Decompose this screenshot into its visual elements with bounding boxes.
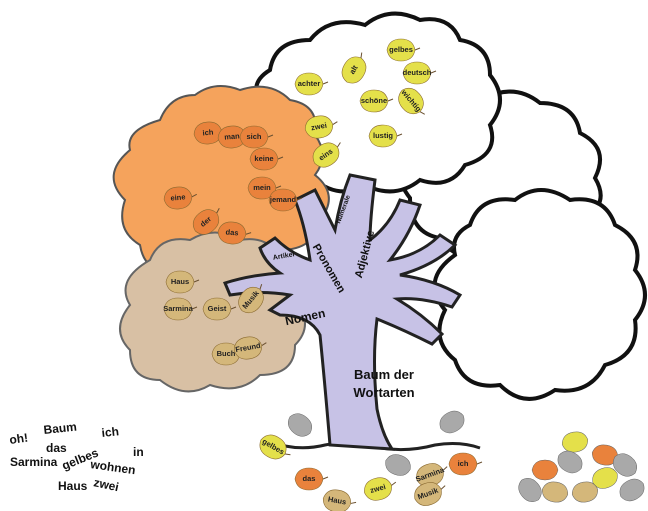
adjektive-leaf-2-stem (415, 48, 420, 50)
branch-label-pronomen: Pronomen (310, 242, 348, 295)
pronomen-leaf-6: eine (163, 185, 198, 210)
fallen-leaf-3-stem (391, 482, 396, 485)
adjektive-leaf-0-label: achter (298, 79, 321, 88)
adjektive-leaf-6: zwei (303, 113, 339, 140)
adjektive-leaf-2: gelbes (387, 39, 420, 61)
fallen-leaf-1: das (295, 468, 328, 490)
nomen-leaf-1-label: Sarmina (163, 304, 193, 313)
fallen-leaf-3: zwei (362, 473, 400, 503)
pronomen-leaf-3-label: keine (254, 154, 273, 163)
fallen-leaf-2: Haus (321, 488, 357, 511)
pronomen-leaf-3-stem (278, 157, 283, 159)
fallen-leaf-0: gelbes (255, 430, 295, 466)
adjektive-leaf-7-stem (397, 134, 402, 136)
pronomen-leaf-3: keine (250, 148, 283, 170)
adjektive-leaf-0: achter (295, 73, 328, 95)
adjektive-leaf-6-stem (332, 122, 337, 125)
pronomen-leaf-8: das (217, 221, 252, 246)
adjektive-leaf-1: alt (337, 48, 373, 88)
pronomen-leaf-6-stem (192, 194, 197, 196)
adjektive-leaf-2-label: gelbes (389, 45, 413, 54)
nomen-leaf-1: Sarmina (163, 298, 197, 320)
branch-label-artikel: Artikel (272, 251, 295, 262)
pronomen-leaf-5: jemand (269, 189, 302, 211)
nomen-leaf-2-label: Geist (208, 304, 227, 313)
pronomen-leaf-5-stem (297, 198, 302, 200)
fallen-leaf-6-label: ich (458, 459, 469, 468)
loose-word-oh: oh! (8, 431, 28, 447)
adjektive-leaf-3: deutsch (403, 62, 436, 84)
nomen-leaf-0: Haus (166, 271, 199, 293)
adjektive-leaf-5: wichtig (394, 83, 432, 122)
nomen-leaf-4-label: Buch (217, 349, 236, 358)
loose-word-zwei: zwei (92, 475, 120, 494)
decor-leaf-3 (532, 460, 558, 480)
pronomen-leaf-8-label: das (225, 227, 239, 237)
loose-word-ich: ich (101, 424, 120, 440)
decor-leaf-0 (284, 409, 317, 441)
nomen-leaf-3: Musik (234, 278, 272, 317)
trunk-label-line2: Wortarten (353, 385, 414, 400)
pronomen-leaf-2-stem (268, 135, 273, 137)
adjektive-leaf-7-label: lustig (373, 131, 393, 140)
pronomen-leaf-2: sich (240, 126, 273, 148)
pronomen-leaf-1-label: man (224, 131, 241, 141)
pronomen-leaf-4-label: mein (253, 183, 271, 192)
loose-word-haus: Haus (58, 479, 88, 493)
pronomen-leaf-6-label: eine (170, 192, 186, 202)
adjektive-leaf-3-stem (431, 71, 436, 73)
fallen-leaf-1-stem (323, 477, 328, 479)
loose-word-das: das (46, 441, 67, 455)
decor-leaf-2 (382, 451, 413, 479)
decor-leaf-9 (540, 480, 569, 504)
nomen-leaf-2: Geist (203, 298, 236, 320)
branch-label-nomen: Nomen (284, 306, 327, 328)
decor-leaf-12 (616, 475, 648, 505)
nomen-leaf-5-stem (261, 343, 266, 346)
nomen-leaf-2-stem (231, 307, 236, 309)
adjektive-leaf-8: eins (308, 135, 348, 172)
pronomen-leaf-8-stem (246, 232, 251, 234)
adjektive-leaf-4-label: schöne (361, 96, 387, 105)
decor-leaf-4 (560, 430, 589, 454)
fallen-leaf-6: ich (449, 453, 482, 475)
adjektive-leaf-3-label: deutsch (403, 68, 432, 77)
pronomen-leaf-4-stem (276, 186, 281, 188)
decor-leaf-1 (436, 407, 469, 437)
loose-word-baum: Baum (43, 420, 78, 437)
loose-word-wohnen: wohnen (89, 457, 137, 477)
adjektive-leaf-1-stem (359, 53, 363, 58)
pronomen-leaf-0-label: ich (202, 127, 214, 137)
loose-word-sarmina: Sarmina (10, 455, 58, 469)
branch-label-numerale: Numerale (335, 194, 352, 225)
fallen-leaf-1-label: das (303, 474, 316, 483)
branch-label-adjektive: Adjektive (353, 229, 377, 279)
adjektive-leaf-7: lustig (369, 125, 402, 147)
nomen-leaf-0-stem (194, 280, 199, 282)
fallen-leaf-6-stem (477, 462, 482, 464)
decor-leaf-8 (554, 447, 587, 477)
fallen-leaf-5-stem (440, 486, 445, 490)
adjektive-leaf-4: schöne (360, 90, 393, 112)
fallen-leaf-0-stem (285, 452, 290, 456)
adjektive-leaf-4-stem (388, 99, 393, 101)
adjektive-leaf-0-stem (323, 82, 328, 84)
trunk-label-line1: Baum der (354, 367, 414, 382)
nomen-leaf-0-label: Haus (171, 277, 189, 286)
pronomen-leaf-5-label: jemand (269, 195, 297, 204)
loose-word-in: in (133, 445, 144, 459)
fallen-leaf-2-stem (351, 501, 356, 504)
pronomen-leaf-2-label: sich (246, 132, 261, 141)
